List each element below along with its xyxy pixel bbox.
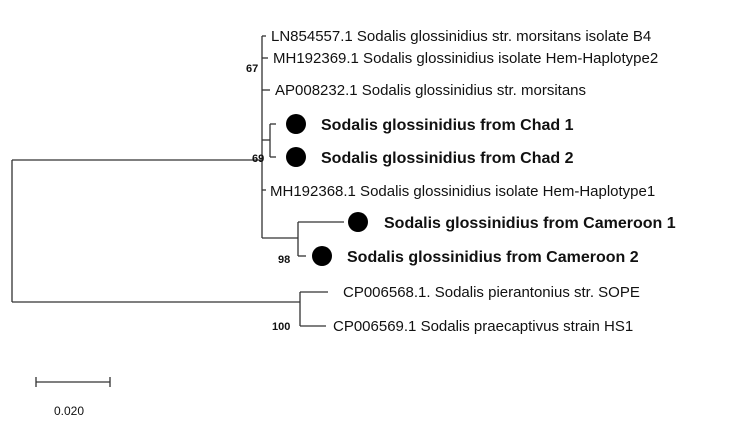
- marker-cameroon-2: [312, 246, 332, 266]
- taxon-label-cp006568: CP006568.1. Sodalis pierantonius str. SO…: [343, 284, 640, 301]
- marker-chad-2: [286, 147, 306, 167]
- taxon-label-mh192368: MH192368.1 Sodalis glossinidius isolate …: [270, 183, 655, 200]
- bootstrap-98: 98: [278, 254, 290, 266]
- taxon-label-mh192369: MH192369.1 Sodalis glossinidius isolate …: [273, 50, 658, 67]
- marker-chad-1: [286, 114, 306, 134]
- marker-cameroon-1: [348, 212, 368, 232]
- taxon-label-cp006569: CP006569.1 Sodalis praecaptivus strain H…: [333, 318, 633, 335]
- taxon-label-cameroon-2: Sodalis glossinidius from Cameroon 2: [347, 249, 639, 266]
- bootstrap-69: 69: [252, 153, 264, 165]
- taxon-label-ap008232: AP008232.1 Sodalis glossinidius str. mor…: [275, 82, 586, 99]
- bootstrap-67: 67: [246, 63, 258, 75]
- bootstrap-100: 100: [272, 321, 290, 333]
- scale-bar-label: 0.020: [54, 404, 84, 418]
- taxon-label-cameroon-1: Sodalis glossinidius from Cameroon 1: [384, 215, 676, 232]
- scale-bar: [35, 377, 111, 387]
- taxon-label-chad-1: Sodalis glossinidius from Chad 1: [321, 117, 574, 134]
- taxon-label-chad-2: Sodalis glossinidius from Chad 2: [321, 150, 574, 167]
- taxon-label-ln854557: LN854557.1 Sodalis glossinidius str. mor…: [271, 28, 651, 45]
